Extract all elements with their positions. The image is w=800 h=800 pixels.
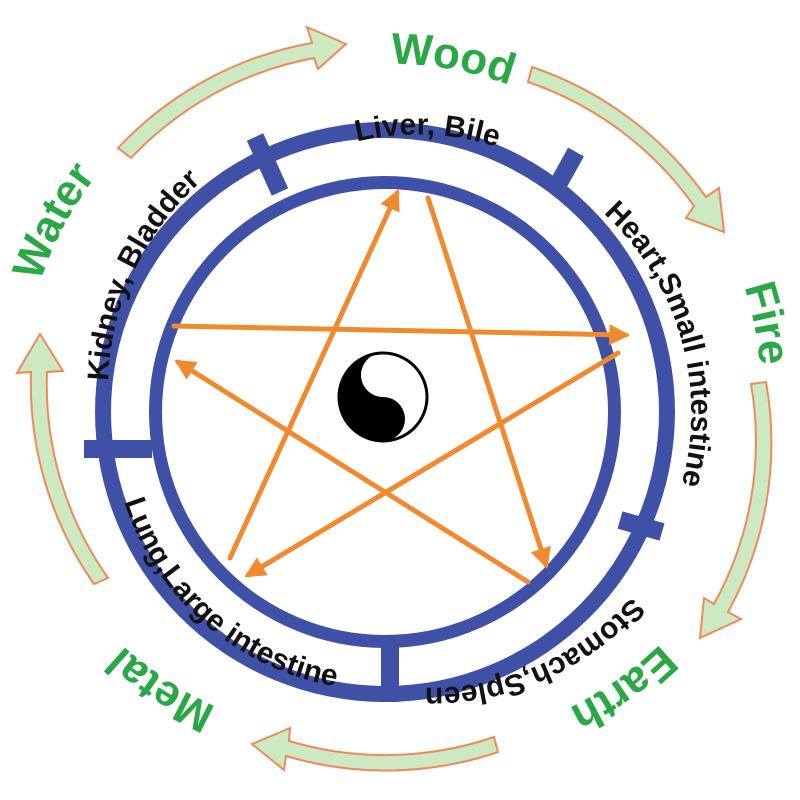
star-arrow-stomach-to-kidney	[174, 359, 531, 585]
cycle-arrow-earth-to-metal	[250, 726, 500, 772]
star-arrow-heart-to-lung	[244, 350, 621, 578]
cycle-arrow-wood-to-fire	[526, 65, 726, 234]
star-arrow-kidney-to-heart	[171, 323, 631, 346]
yin-yang-icon	[337, 351, 429, 443]
cycle-arrow-fire-to-earth	[698, 380, 773, 640]
element-label-water: Water	[3, 153, 104, 286]
ring-divider	[617, 511, 665, 541]
element-label-metal: Metal	[97, 638, 221, 742]
ring-divider	[246, 133, 289, 196]
cycle-arrow-water-to-wood	[116, 25, 348, 160]
star-arrow-liver-to-stomach	[425, 195, 551, 569]
cycle-arrow-metal-to-water	[15, 332, 110, 586]
element-label-wood: Wood	[390, 24, 522, 94]
controlling-star	[171, 189, 631, 585]
star-arrow-lung-to-liver	[227, 189, 400, 561]
element-label-fire: Fire	[735, 276, 799, 367]
cycle-arrows	[15, 25, 773, 772]
ring-divider	[547, 147, 584, 195]
